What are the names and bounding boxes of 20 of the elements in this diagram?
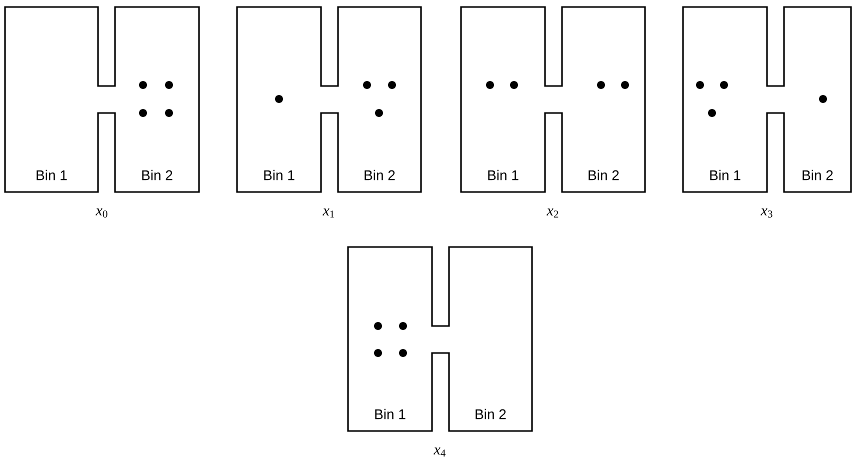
two-bin-container [347, 246, 533, 432]
state-caption: x$_{4}$ [434, 447, 446, 457]
state-caption: x$_{2}$ [546, 208, 558, 218]
bin-label: Bin 1 [488, 170, 518, 180]
two-bin-container [236, 6, 422, 193]
state-caption: x$_{3}$ [760, 208, 772, 218]
bin-label: Bin 2 [364, 170, 395, 180]
bin-label: Bin 2 [476, 408, 506, 420]
two-bin-container [682, 6, 852, 193]
bin-label: Bin 2 [142, 170, 172, 180]
bin-label: Bin 2 [802, 170, 833, 180]
two-bin-container [4, 6, 200, 193]
bin-label: Bin 2 [588, 170, 619, 180]
bin-label: Bin 1 [710, 170, 740, 180]
state-caption: x$_{1}$ [322, 208, 334, 218]
bin-label: Bin 1 [36, 170, 67, 180]
two-bin-container [460, 6, 646, 193]
bin-label: Bin 1 [375, 408, 406, 420]
bin-label: Bin 1 [264, 170, 294, 180]
state-caption: x$_{0}$ [96, 208, 108, 218]
